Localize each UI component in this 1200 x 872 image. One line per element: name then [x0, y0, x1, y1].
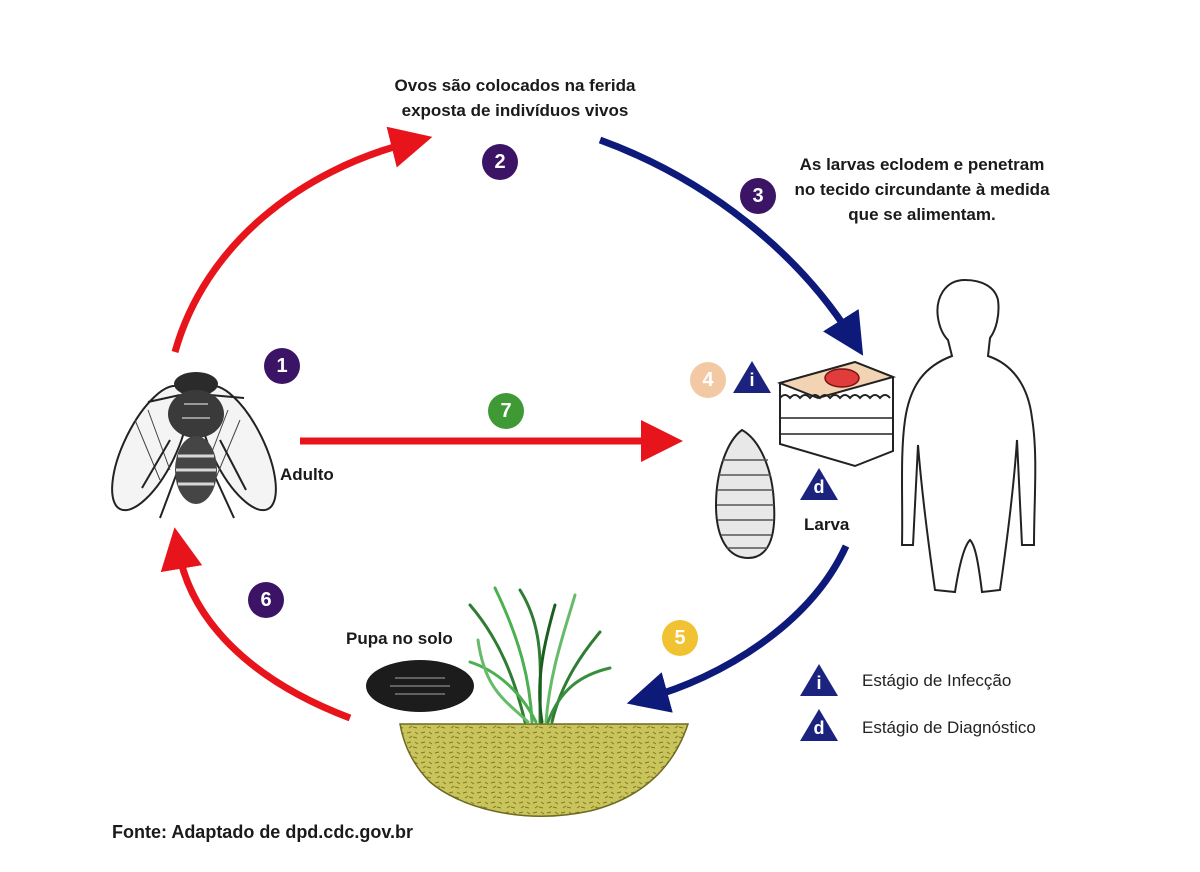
legend-diagnostic-symbol: d	[813, 718, 825, 738]
step-badge-6: 6	[248, 582, 284, 618]
step2-description: Ovos são colocados na ferida exposta de …	[380, 73, 650, 123]
step-badge-5: 5	[662, 620, 698, 656]
legend-infection-symbol: i	[816, 673, 822, 693]
legend-infection-icon	[800, 664, 838, 696]
human-silhouette-icon	[900, 278, 1037, 594]
legend-diagnostic-icon	[800, 709, 838, 741]
diagnostic-stage-marker	[800, 468, 838, 500]
diagnostic-stage-letter: d	[813, 477, 825, 497]
legend-diagnostic-label: Estágio de Diagnóstico	[862, 718, 1036, 737]
step3-line-2: no tecido circundante à medida	[794, 180, 1050, 199]
arrow-2-to-3	[598, 136, 864, 356]
step2-line-1: Ovos são colocados na ferida	[394, 76, 636, 95]
fly-icon	[111, 372, 277, 519]
larva-icon	[714, 428, 776, 560]
adult-label: Adulto	[280, 465, 334, 484]
soil-icon	[399, 723, 690, 817]
step3-line-3: que se alimentam.	[848, 205, 996, 224]
step3-description: As larvas eclodem e penetram no tecido c…	[778, 152, 1066, 227]
grass-icon	[468, 586, 612, 724]
arrow-5	[626, 544, 850, 713]
step-badge-2: 2	[482, 144, 518, 180]
skin-section-icon	[776, 360, 897, 468]
legend-infection-label: Estágio de Infecção	[862, 671, 1012, 690]
step-badge-7: 7	[488, 393, 524, 429]
step2-line-2: exposta de indivíduos vivos	[401, 101, 629, 120]
step-badge-4: 4	[690, 362, 726, 398]
infection-stage-letter: i	[749, 370, 755, 390]
infection-stage-marker	[733, 361, 771, 393]
pupa-icon	[366, 660, 474, 712]
arrow-1-to-2	[171, 126, 433, 353]
larva-label: Larva	[804, 515, 850, 534]
source-caption: Fonte: Adaptado de dpd.cdc.gov.br	[112, 822, 413, 842]
step-badge-3: 3	[740, 178, 776, 214]
step3-line-1: As larvas eclodem e penetram	[799, 155, 1045, 174]
arrow-6	[160, 527, 352, 722]
pupa-label: Pupa no solo	[346, 629, 453, 648]
step-badge-1: 1	[264, 348, 300, 384]
